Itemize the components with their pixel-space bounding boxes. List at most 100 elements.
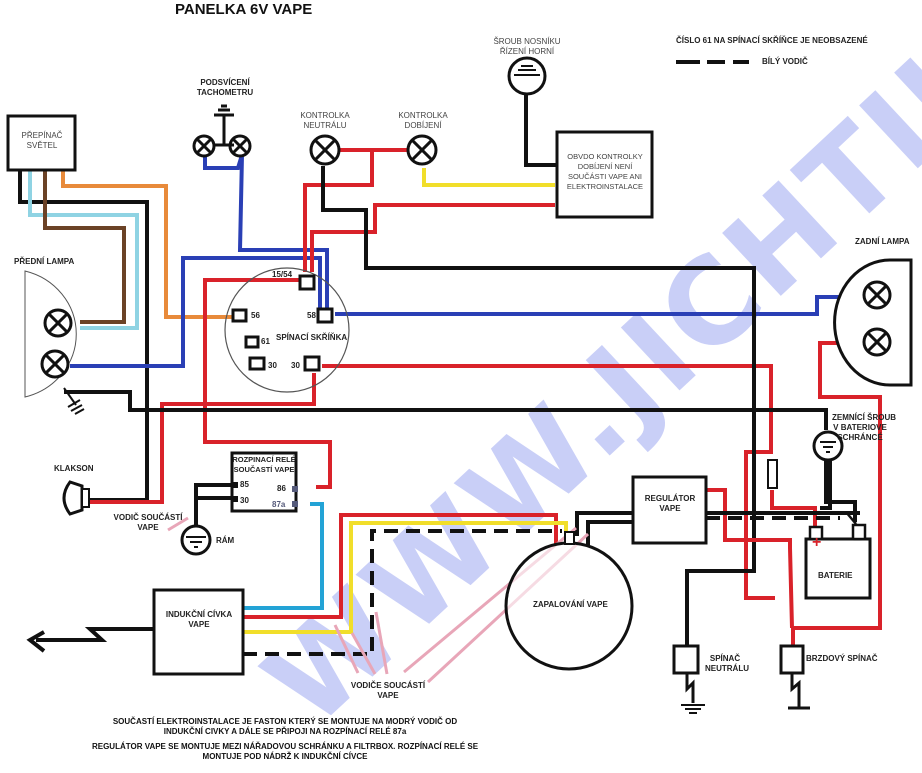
zadni-lampa-housing	[833, 258, 913, 387]
label-klakson: KLAKSON	[54, 464, 94, 473]
predni-lampa-housing	[24, 270, 77, 398]
wire-red-rearlamp	[791, 341, 882, 650]
wire-red-obvod	[310, 203, 555, 272]
wire-black-neutral	[321, 166, 756, 650]
wires	[18, 88, 882, 684]
label-predni-lampa: PŘEDNÍ LAMPA	[14, 257, 75, 266]
wire-red-30-klakson	[88, 373, 316, 504]
baterie-box	[804, 537, 872, 600]
prepinac-svetel-box	[6, 114, 77, 172]
wire-red-reg	[706, 488, 794, 629]
wire-black-sroub	[524, 88, 557, 167]
wire-red-30-right	[322, 364, 775, 600]
wire-blue-tacho	[203, 154, 244, 170]
bulb-kontrolka-neutralu-icon	[309, 134, 341, 166]
label-brzdovy-spinac: BRZDOVÝ SPÍNAČ	[806, 654, 878, 663]
label-ram: RÁM	[216, 536, 235, 545]
label-terminal-30a: 30	[268, 361, 277, 370]
obvod-kontrolky-box	[555, 130, 654, 219]
label-terminal-58: 58	[307, 311, 316, 320]
terminal-30a	[248, 356, 266, 371]
pointer-pink-1	[167, 516, 189, 532]
regulator-box	[631, 475, 708, 545]
wire-yellow-dobijeni	[422, 168, 555, 187]
terminal-56	[231, 308, 248, 323]
bulb-predni-low-icon	[40, 349, 70, 379]
indukcni-civka-box	[152, 588, 245, 676]
label-rele-86: 86	[277, 484, 286, 493]
wire-red-kontrolky-down	[303, 150, 374, 272]
wire-black-relay-ground	[194, 483, 234, 530]
label-rele-30: 30	[240, 496, 249, 505]
wire-red-fuse	[770, 490, 817, 528]
legend-dashed-label: BÍLÝ VODIČ	[762, 57, 808, 66]
wire-blue-rear	[335, 295, 860, 316]
battery-minus-icon: −	[853, 532, 863, 549]
wire-black-switch	[18, 170, 149, 502]
wire-red-1554-rele	[203, 278, 332, 489]
label-rele-87a: 87a	[272, 500, 286, 509]
bulb-tacho-right-icon	[228, 134, 252, 158]
label-terminal-30b: 30	[291, 361, 300, 370]
battery-plus-icon: +	[812, 534, 822, 551]
bulb-kontrolka-dobijeni-icon	[406, 134, 438, 166]
label-terminal-61: 61	[261, 337, 270, 346]
spinac-neutralu-icon	[672, 644, 700, 675]
fuse-icon	[767, 459, 778, 489]
wire-blue-tacho-main	[237, 154, 329, 312]
tacho-ground-icon	[214, 104, 234, 147]
note-faston: SOUČASTÍ ELEKTROINSTALACE JE FASTON KTER…	[112, 717, 458, 736]
klakson-icon	[62, 480, 84, 516]
wire-cyan-87a	[243, 502, 324, 610]
wire-yellow-coil	[243, 521, 568, 634]
headlamp-ground-icon	[63, 387, 85, 415]
bulb-zadni-bottom-icon	[862, 327, 892, 357]
bulb-tacho-left-icon	[192, 134, 216, 158]
terminal-58	[316, 307, 334, 324]
bulb-predni-high-icon	[43, 308, 73, 338]
wire-orange	[61, 170, 238, 319]
terminal-30b	[303, 355, 321, 372]
brzdovy-spinac-icon	[779, 644, 805, 675]
pointer-pink-2	[333, 624, 360, 674]
wire-black-hv	[36, 627, 154, 642]
pointer-pink-4	[374, 611, 389, 675]
ram-ground-icon	[180, 524, 212, 556]
wire-black-ground-battery2	[820, 460, 832, 510]
wire-black-ground	[64, 390, 828, 430]
pointer-pink-3	[350, 632, 377, 675]
label-baterie: BATERIE	[818, 571, 853, 580]
terminal-61	[244, 335, 260, 349]
wire-lightblue	[28, 170, 139, 330]
terminal-1554	[298, 274, 316, 291]
spinaci-skrinka-circle	[224, 267, 350, 393]
diagram-title: PANELKA 6V VAPE	[175, 1, 313, 18]
label-terminal-1554: 15/54	[272, 270, 293, 279]
arrow-head	[26, 630, 46, 653]
label-zapalovani: ZAPALOVÁNÍ VAPE	[533, 600, 608, 609]
wire-brown	[43, 170, 126, 324]
label-spinaci-skrinka: SPÍNACÍ SKŘÍŇKA	[276, 333, 348, 342]
label-terminal-56: 56	[251, 311, 260, 320]
bulb-zadni-top-icon	[862, 280, 892, 310]
wire-blue-headlamp	[70, 256, 322, 368]
wire-black-reg1	[575, 511, 640, 536]
label-zadni-lampa: ZADNÍ LAMPA	[855, 237, 910, 246]
legend-note-61: ČÍSLO 61 NA SPÍNACÍ SKŘÍŇCE JE NEOBSAZEN…	[676, 36, 868, 45]
note-regulator: REGULÁTOR VAPE SE MONTUJE MEZI NÁŘADOVOU…	[91, 742, 479, 761]
label-rele-85: 85	[240, 480, 249, 489]
